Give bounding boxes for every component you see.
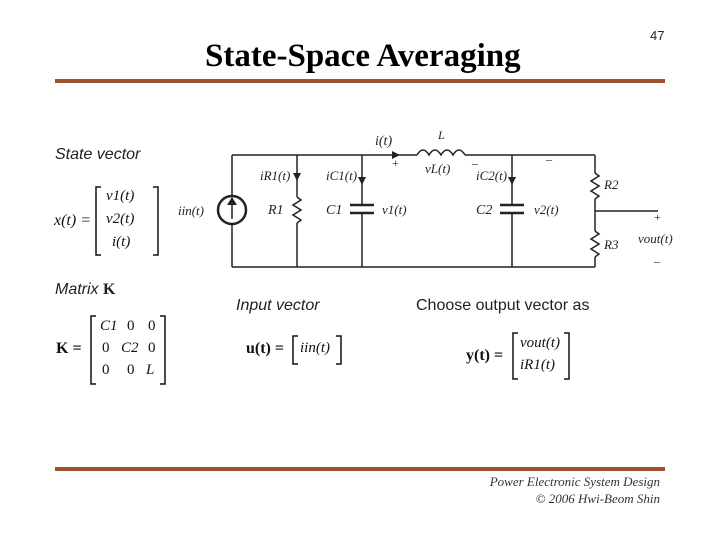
- k-r1c2: 0: [127, 318, 135, 334]
- footer-line-2: © 2006 Hwi-Beom Shin: [535, 491, 660, 506]
- label-ic2: iC2(t): [476, 168, 507, 183]
- matrix-k-brackets: [90, 315, 166, 385]
- label-minus-top: –: [545, 152, 553, 166]
- state-entry-v2: v2(t): [106, 211, 135, 227]
- label-plus-left: +: [392, 156, 399, 170]
- label-v2: v2(t): [534, 202, 559, 217]
- output-vector-brackets: [512, 332, 570, 380]
- output-vector-lhs: y(t) =: [466, 347, 504, 364]
- current-arrow-ir1: [293, 173, 301, 181]
- header-divider: [55, 79, 665, 83]
- label-r3: R3: [603, 237, 619, 252]
- output-vector-label: Choose output vector as: [416, 297, 590, 314]
- label-ic1: iC1(t): [326, 168, 357, 183]
- label-plus-right: +: [654, 210, 661, 224]
- output-entry-vout: vout(t): [520, 335, 560, 351]
- output-entry-ir1: iR1(t): [520, 357, 555, 373]
- label-l: L: [437, 128, 445, 142]
- resistor-r3: [589, 230, 601, 258]
- current-arrow-ic1: [358, 177, 366, 185]
- footer-divider: [55, 467, 665, 471]
- slide-title: State-Space Averaging: [205, 38, 521, 74]
- state-vector-label: State vector: [55, 146, 141, 163]
- inductor-coil: [416, 149, 466, 157]
- label-vout: vout(t): [638, 231, 673, 246]
- input-vector-lhs: u(t) =: [246, 340, 284, 357]
- matrix-k-label: Matrix K: [55, 281, 116, 298]
- label-c2: C2: [476, 203, 492, 218]
- k-r2c2: C2: [121, 340, 139, 356]
- k-r2c1: 0: [102, 340, 110, 356]
- state-vector-brackets: [95, 186, 159, 256]
- state-vector-lhs: x(t) =: [54, 212, 91, 229]
- current-arrow-ic2: [508, 177, 516, 185]
- label-r2: R2: [603, 177, 619, 192]
- k-r1c3: 0: [148, 318, 156, 334]
- input-vector-label: Input vector: [236, 297, 320, 314]
- label-r1: R1: [267, 203, 284, 218]
- circuit-diagram: i(t) L iR1(t) iC1(t) vL(t) iC2(t) R2 iin…: [178, 128, 673, 268]
- k-r3c3: L: [146, 362, 155, 378]
- label-i: i(t): [375, 134, 392, 149]
- state-entry-v1: v1(t): [106, 188, 135, 204]
- resistor-r1: [291, 196, 303, 224]
- k-r3c1: 0: [102, 362, 110, 378]
- k-r1c1: C1: [100, 318, 118, 334]
- k-r3c2: 0: [127, 362, 135, 378]
- footer-line-1: Power Electronic System Design: [489, 474, 660, 489]
- current-source-arrow-head: [227, 197, 237, 205]
- label-minus-right: –: [653, 254, 661, 268]
- k-r2c3: 0: [148, 340, 156, 356]
- label-iin: iin(t): [178, 203, 204, 218]
- input-entry-iin: iin(t): [300, 340, 330, 356]
- label-c1: C1: [326, 203, 342, 218]
- state-entry-i: i(t): [112, 234, 131, 250]
- label-ir1: iR1(t): [260, 168, 290, 183]
- label-minus-left: –: [471, 156, 479, 170]
- matrix-k-lhs: K =: [56, 340, 82, 357]
- input-vector-brackets: [292, 335, 342, 365]
- slide-number: 47: [650, 28, 665, 43]
- label-v1: v1(t): [382, 202, 407, 217]
- footer-credit: Power Electronic System Design © 2006 Hw…: [490, 473, 660, 507]
- resistor-r2: [589, 172, 601, 200]
- label-vl: vL(t): [425, 161, 450, 176]
- current-arrow-i: [392, 151, 400, 159]
